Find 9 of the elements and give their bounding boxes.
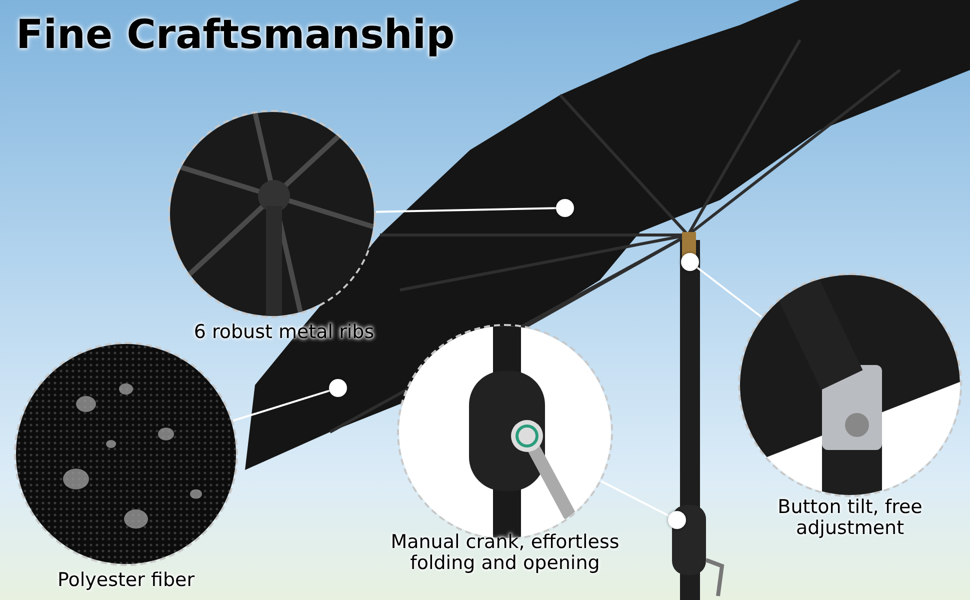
callout-label: Polyester fiber [56, 570, 196, 591]
leader-line [376, 207, 556, 213]
callout-dot [668, 511, 686, 529]
leader-line [232, 390, 330, 422]
leader-line [600, 480, 670, 517]
leader-line [696, 266, 762, 318]
callout-label: Button tilt, free adjustment [776, 497, 924, 539]
title: Fine Craftsmanship [16, 12, 455, 58]
callout-label: Manual crank, effortless folding and opening [390, 532, 620, 574]
